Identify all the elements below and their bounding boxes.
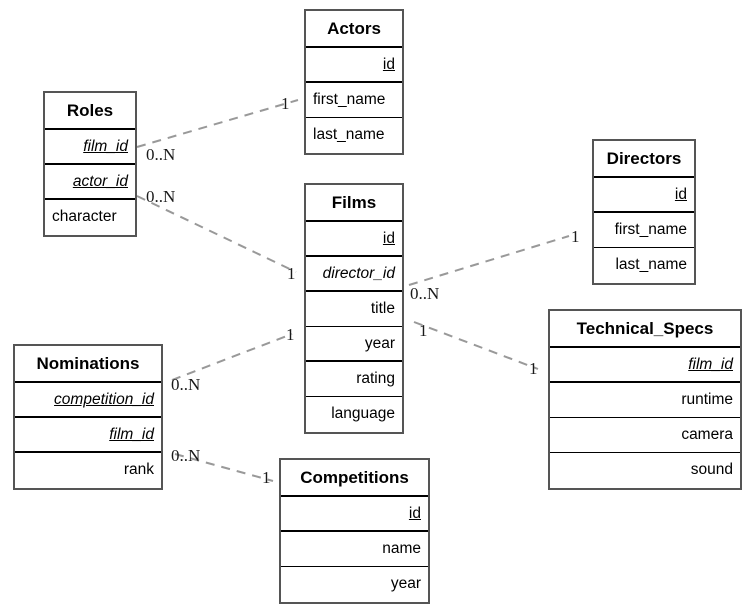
cardinality-roles-films-from: 0..N (146, 187, 176, 206)
entity-films-title: Films (306, 185, 402, 222)
entity-roles-title: Roles (45, 93, 135, 130)
cardinality-roles-films-to: 1 (287, 264, 296, 283)
entity-films-attribute-rating: rating (306, 362, 402, 397)
entity-roles-attribute-character: character (45, 200, 135, 235)
entity-competitions-attribute-id: id (281, 497, 428, 532)
cardinality-roles-actors-to: 1 (281, 94, 290, 113)
entity-directors-attribute-first-name: first_name (594, 213, 694, 248)
entity-roles-attribute-actor-id: actor_id (45, 165, 135, 200)
cardinality-nominations-competitions-from: 0..N (171, 446, 201, 465)
entity-nominations-attribute-film-id: film_id (15, 418, 161, 453)
entity-nominations[interactable]: Nominations competition_id film_id rank (13, 344, 163, 490)
cardinality-films-technical-specs-from: 1 (419, 321, 428, 340)
entity-competitions-attribute-year: year (281, 567, 428, 602)
entity-films-attribute-id: id (306, 222, 402, 257)
cardinality-nominations-competitions-to: 1 (262, 468, 271, 487)
cardinality-films-directors-to: 1 (571, 227, 580, 246)
entity-competitions-attribute-name: name (281, 532, 428, 567)
cardinality-films-technical-specs-to: 1 (529, 359, 538, 378)
entity-competitions[interactable]: Competitions id name year (279, 458, 430, 604)
entity-directors-title: Directors (594, 141, 694, 178)
entity-technical-specs[interactable]: Technical_Specs film_id runtime camera s… (548, 309, 742, 490)
entity-competitions-title: Competitions (281, 460, 428, 497)
cardinality-nominations-films-from: 0..N (171, 375, 201, 394)
entity-films[interactable]: Films id director_id title year rating l… (304, 183, 404, 434)
relationship-line-films-technical-specs (413, 321, 539, 370)
relationship-line-roles-films (136, 195, 297, 273)
entity-technical-specs-attribute-film-id: film_id (550, 348, 740, 383)
entity-roles[interactable]: Roles film_id actor_id character (43, 91, 137, 237)
entity-actors-title: Actors (306, 11, 402, 48)
entity-actors-attribute-first-name: first_name (306, 83, 402, 118)
entity-actors-attribute-last-name: last_name (306, 118, 402, 153)
entity-films-attribute-director-id: director_id (306, 257, 402, 292)
entity-nominations-attribute-competition-id: competition_id (15, 383, 161, 418)
cardinality-films-directors-from: 0..N (410, 284, 440, 303)
entity-roles-attribute-film-id: film_id (45, 130, 135, 165)
entity-actors[interactable]: Actors id first_name last_name (304, 9, 404, 155)
entity-nominations-title: Nominations (15, 346, 161, 383)
entity-actors-attribute-id: id (306, 48, 402, 83)
entity-films-attribute-language: language (306, 397, 402, 432)
entity-technical-specs-title: Technical_Specs (550, 311, 740, 348)
relationship-line-nominations-films (171, 333, 293, 381)
entity-technical-specs-attribute-camera: camera (550, 418, 740, 453)
relationship-line-roles-actors (136, 99, 299, 148)
entity-directors-attribute-id: id (594, 178, 694, 213)
cardinality-nominations-films-to: 1 (286, 325, 295, 344)
entity-directors-attribute-last-name: last_name (594, 248, 694, 283)
entity-films-attribute-title: title (306, 292, 402, 327)
entity-directors[interactable]: Directors id first_name last_name (592, 139, 696, 285)
relationship-line-films-directors (408, 235, 570, 286)
entity-technical-specs-attribute-sound: sound (550, 453, 740, 488)
entity-nominations-attribute-rank: rank (15, 453, 161, 488)
entity-technical-specs-attribute-runtime: runtime (550, 383, 740, 418)
entity-films-attribute-year: year (306, 327, 402, 362)
cardinality-roles-actors-from: 0..N (146, 145, 176, 164)
